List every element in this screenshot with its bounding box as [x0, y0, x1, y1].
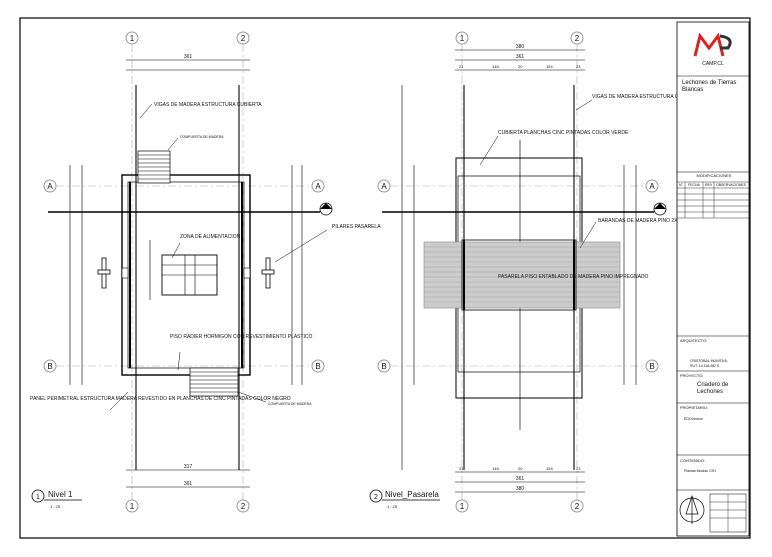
view-scale: 1 : 25 [387, 504, 398, 509]
dim-label: 148 [492, 64, 499, 69]
mod-col-rev: REV [705, 183, 713, 187]
modifications-header: MODIFICACIONES [696, 173, 732, 178]
dim-label: 21 [459, 466, 464, 471]
grid-label: B [381, 362, 386, 371]
view-number: 1 [36, 494, 40, 501]
note-vigas-l1: VIGAS DE MADERA ESTRUCTURA CUBIERTA [154, 102, 262, 108]
gate-top [137, 150, 171, 184]
dim-label: 20 [518, 466, 523, 471]
grid-label: A [381, 182, 387, 191]
note-pilares: PILARES PASARELA [332, 224, 381, 230]
view-title: Nivel_Pasarela [385, 490, 439, 499]
grid-label: B [315, 362, 320, 371]
note-pasarela: PASARELA PISO ENTABLADO DE MADERA PINO I… [498, 274, 649, 280]
grid-label: A [649, 182, 655, 191]
view-marker-1 [31, 489, 45, 503]
dim-label: 154 [546, 466, 553, 471]
dim-label: 21 [459, 64, 464, 69]
propietario-label: PROPIETARIO: [680, 405, 709, 410]
dim-label: 361 [184, 481, 193, 487]
grid-label: B [47, 362, 52, 371]
note-barandas: BARANDAS DE MADERA PINO 2X2" [598, 218, 682, 224]
grid-bubble-A-right [311, 179, 325, 193]
proyecto-value: Criadero de Lechones [697, 382, 729, 395]
gate-bottom [189, 367, 239, 397]
feeding-zone [149, 240, 218, 300]
dim-label: 361 [516, 54, 525, 60]
contenido-value: Plantas Modulo CH1 [684, 469, 717, 473]
logo-mark [693, 32, 725, 57]
grid-label: 2 [575, 502, 580, 511]
arquitecto-label: ARQUITECTO: [680, 338, 708, 343]
note-cubierta: CUBIERTA PLANCHAS CINC PINTADAS COLOR VE… [498, 130, 629, 136]
note-zona: ZONA DE ALIMENTACION [180, 234, 241, 240]
dim-label: 361 [516, 476, 525, 482]
view-title: Nivel 1 [48, 490, 73, 499]
logo-site: CAMP.CL [702, 61, 724, 67]
dim-label: 23 [576, 64, 581, 69]
dim-label: 23 [576, 466, 581, 471]
mod-col-no: N° [679, 183, 683, 187]
dim-label: 317 [184, 464, 193, 470]
grid-label: 2 [575, 34, 580, 43]
dim-label: 380 [516, 44, 525, 50]
dim-label: 154 [546, 64, 553, 69]
proyecto-label: PROYECTO: [680, 373, 704, 378]
note-compuerta-top: COMPUERTA DE MADERA [180, 135, 224, 139]
note-vigas-r: VIGAS DE MADERA ESTRUCTURA CUBIERTA [592, 94, 700, 100]
dim-label: 361 [184, 54, 193, 60]
arquitecto-name: CRISTOBAL MUNITA B. [690, 359, 728, 363]
title-block: CAMP.CL [676, 21, 750, 537]
contenido-label: CONTENIDO: [680, 458, 706, 463]
grid-label: 1 [460, 34, 465, 43]
sheet-border [19, 17, 751, 539]
mod-col-fecha: FECHA [688, 183, 700, 187]
grid-label: 1 [130, 34, 135, 43]
arquitecto-rut: RUT: 14.118.482 K [690, 364, 720, 368]
grid-label: 1 [130, 502, 135, 511]
note-piso: PISO RADIER HORMIGON CON REVESTIMIENTO P… [170, 334, 313, 340]
grid-label: 2 [241, 34, 246, 43]
mod-col-obs: OBSERVACIONES [716, 183, 747, 187]
grid-label: 1 [460, 502, 465, 511]
view-scale: 1 : 25 [50, 504, 61, 509]
grid-label: A [47, 182, 53, 191]
note-compuerta-bottom: COMPUERTA DE MADERA [268, 402, 312, 406]
dim-label: 380 [516, 486, 525, 492]
grid-label: B [649, 362, 654, 371]
view-number: 2 [374, 494, 378, 501]
plan-nivel-1: 1 2 1 2 A A B B 361 [30, 31, 381, 513]
note-panel: PANEL PERIMETRAL ESTRUCTURA MADERA REVES… [30, 396, 291, 402]
propietario-value: EDOLechon [684, 417, 704, 421]
grid-label: A [315, 182, 321, 191]
project-title: Lechones de Tierras Blancas [682, 80, 737, 93]
plan-nivel-pasarela: 1 2 1 2 A A B B 380 361 21 148 20 154 23 [369, 31, 700, 513]
dim-label: 20 [518, 64, 523, 69]
grid-label: 2 [241, 502, 246, 511]
dim-label: 148 [492, 466, 499, 471]
grid-bubble-B-right [311, 359, 325, 373]
